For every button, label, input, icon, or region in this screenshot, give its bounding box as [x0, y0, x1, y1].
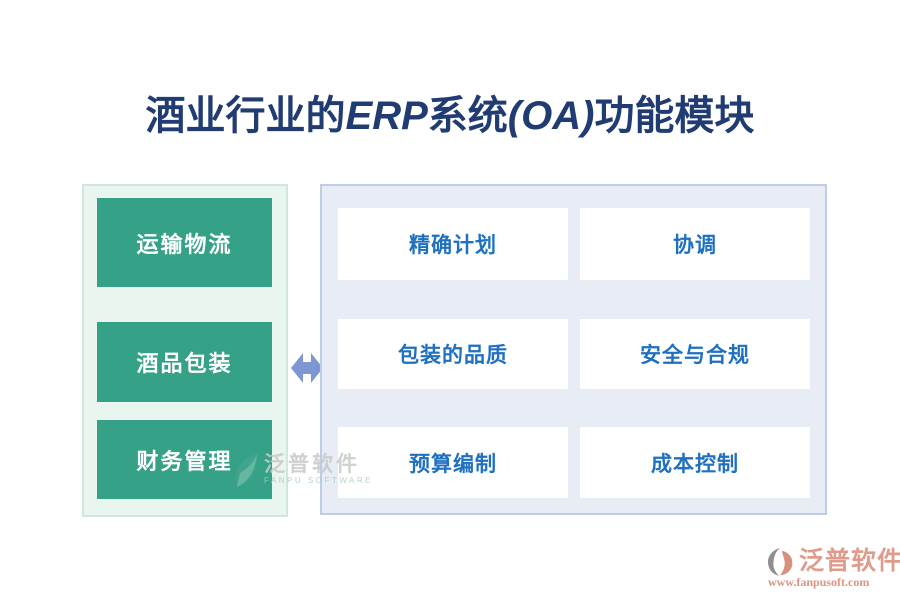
- footer-brand-url: www.fanpusoft.com: [768, 575, 870, 589]
- left-module-panel: 运输物流 酒品包装 财务管理: [82, 184, 288, 517]
- module-box-wine-packaging: 酒品包装: [97, 322, 272, 402]
- title-segment: 系统: [427, 93, 508, 138]
- arrow-bar: [303, 362, 311, 374]
- page-title: 酒业行业的ERP系统(OA)功能模块: [0, 90, 900, 142]
- feature-box-coordination: 协调: [580, 208, 810, 280]
- feature-box-cost-control: 成本控制: [580, 427, 810, 498]
- footer-brand-name: 泛普软件: [799, 548, 900, 575]
- title-segment: 酒业行业的: [145, 93, 346, 138]
- feature-box-precise-planning: 精确计划: [338, 208, 568, 280]
- feature-box-safety-compliance: 安全与合规: [580, 319, 810, 389]
- feature-box-budgeting: 预算编制: [338, 427, 568, 498]
- footer-brand-row: 泛普软件: [768, 548, 900, 576]
- feature-box-packaging-quality: 包装的品质: [338, 319, 568, 389]
- title-segment-erp: ERP: [345, 94, 428, 138]
- title-segment: 功能模块: [594, 93, 755, 138]
- footer-brand: 泛普软件 www.fanpusoft.com: [768, 548, 900, 589]
- right-feature-panel: 精确计划 协调 包装的品质 安全与合规 预算编制 成本控制: [320, 184, 827, 515]
- module-box-finance-management: 财务管理: [97, 420, 272, 499]
- title-segment-oa: (OA): [507, 94, 595, 138]
- module-box-transport-logistics: 运输物流: [97, 198, 272, 287]
- fanpu-logo-icon: [768, 548, 793, 576]
- arrow-left-head: [291, 353, 303, 383]
- double-arrow-icon: [291, 353, 323, 383]
